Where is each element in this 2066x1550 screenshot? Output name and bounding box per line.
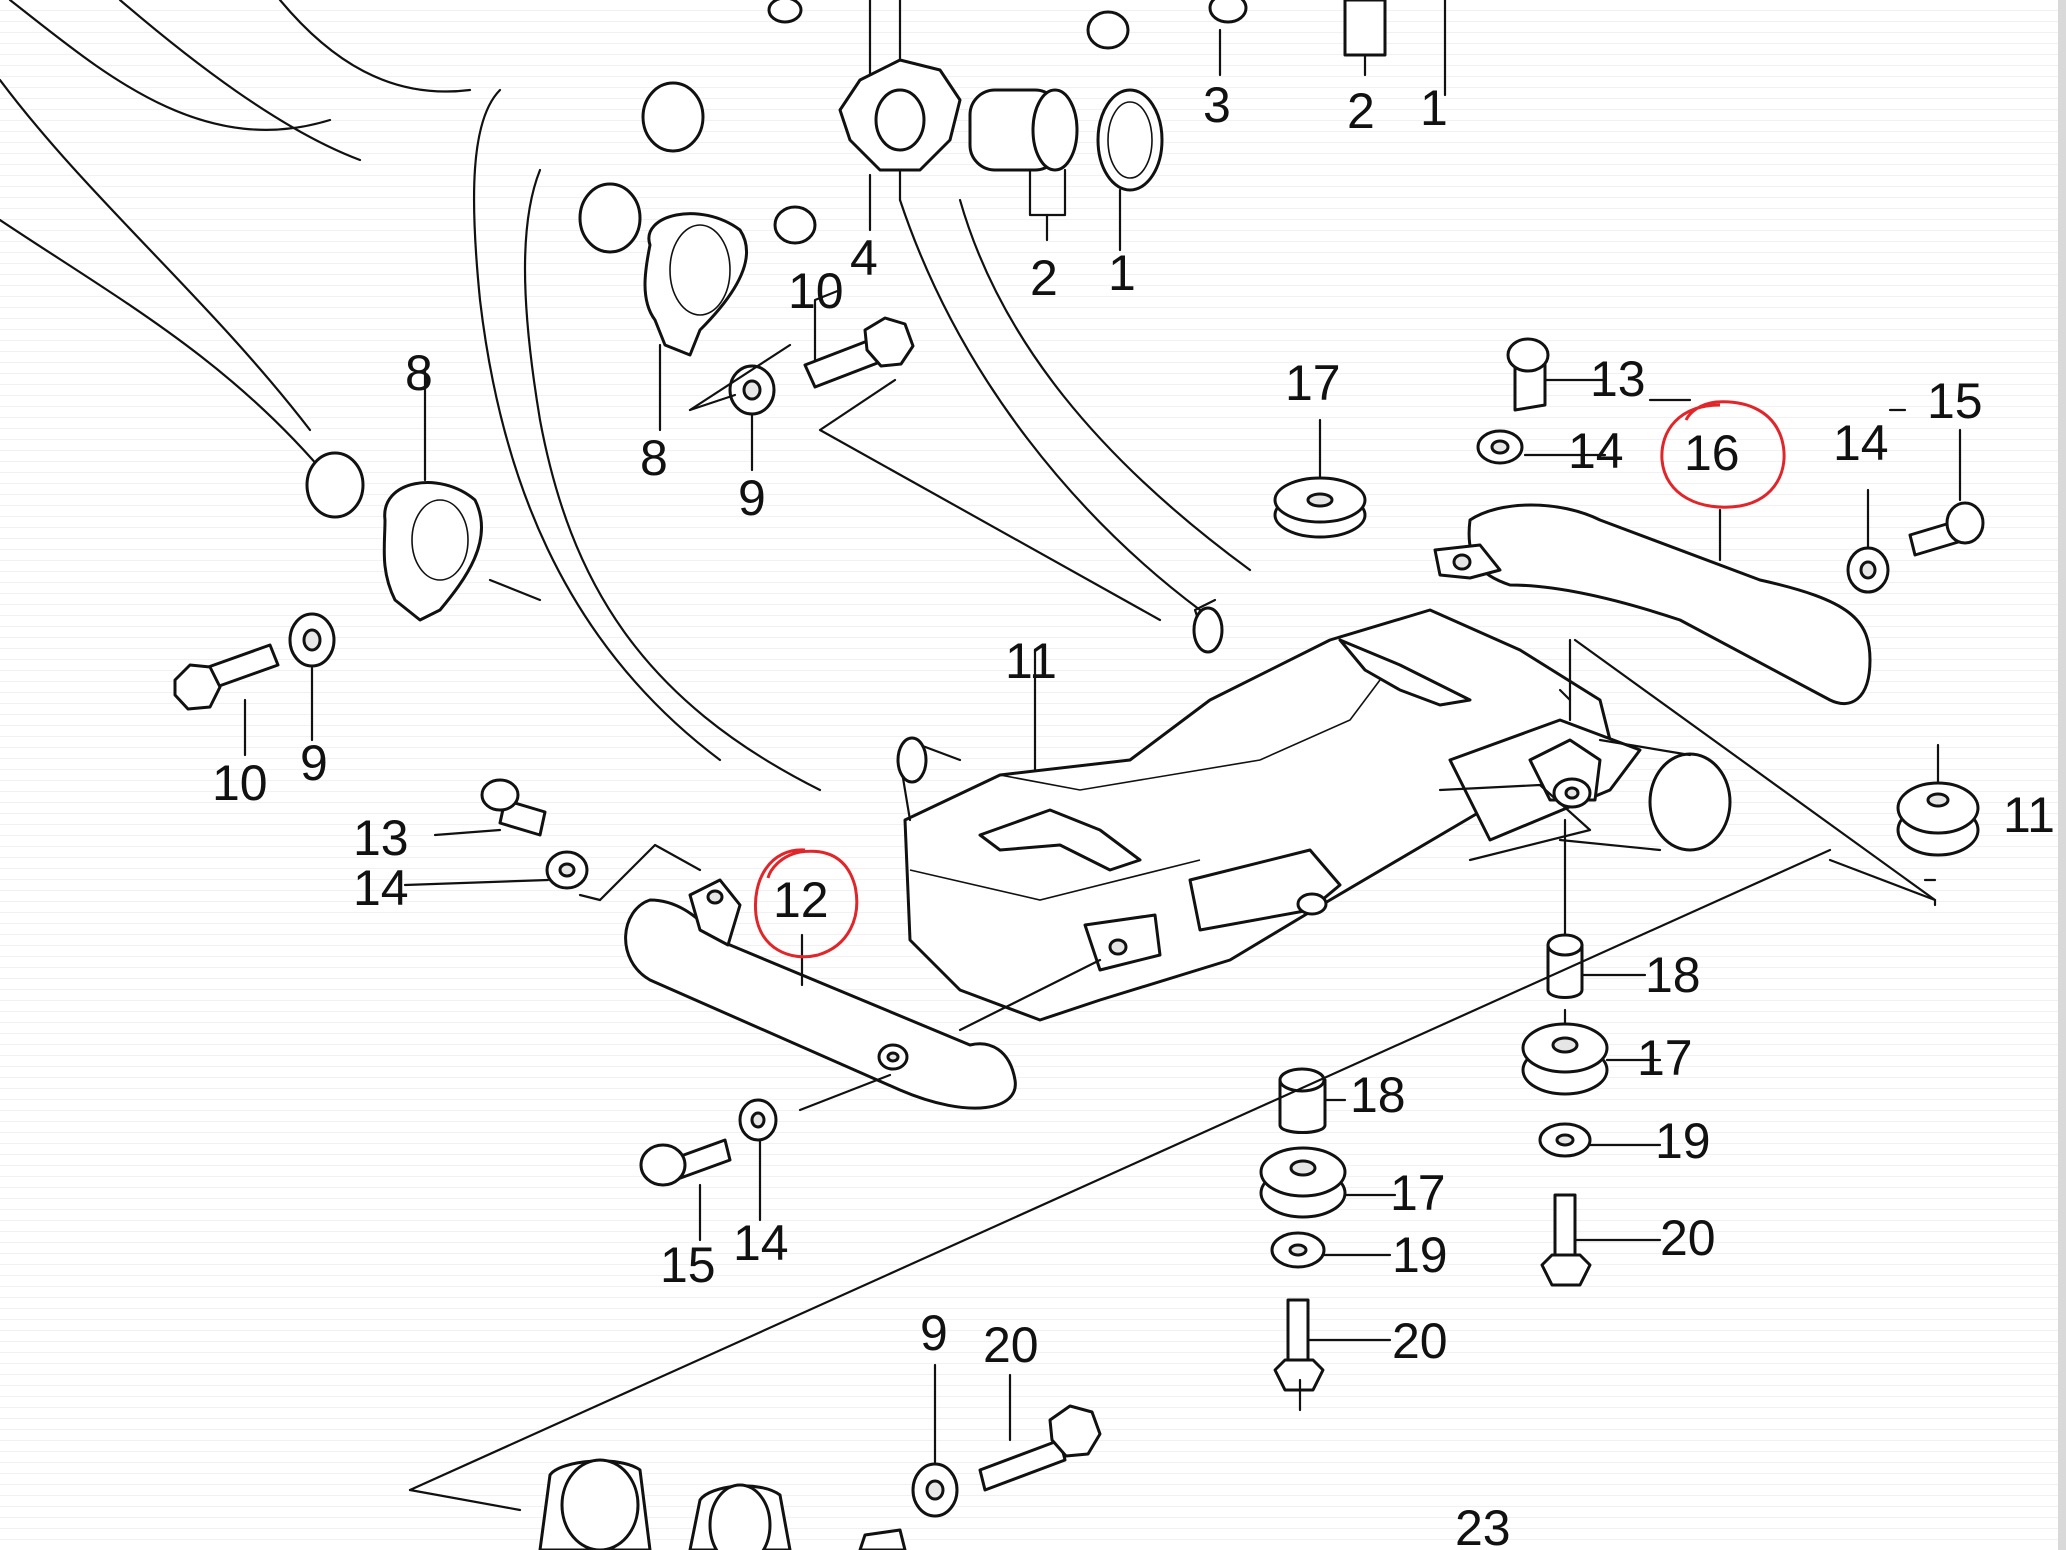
heat-shield-12-part [578,843,1102,1112]
label-20: 20 [1660,1210,1716,1266]
label-9: 9 [738,470,766,526]
window-edge [2058,0,2066,1550]
label-23: 23 [1455,1500,1511,1550]
top-parts [767,0,1447,252]
leader-lines [1648,398,1937,882]
label-13: 13 [353,810,409,866]
muffler-assembly [896,598,1732,1022]
label-2: 2 [1347,83,1375,139]
label-17: 17 [1390,1165,1446,1221]
bolt-washer-parts [173,288,1162,757]
label-9: 9 [920,1305,948,1361]
highlight-circle-12 [753,848,859,959]
label-10: 10 [212,755,268,811]
screw-parts [403,337,1985,1242]
label-19: 19 [1392,1227,1448,1283]
bottom-parts [538,1363,1102,1550]
label-18: 18 [1645,947,1701,1003]
label-10: 10 [788,263,844,319]
label-4: 4 [850,230,878,286]
exhaust-pipes [0,0,1252,792]
label-13: 13 [1590,351,1646,407]
label-20: 20 [983,1317,1039,1373]
label-17: 17 [1637,1030,1693,1086]
label-11-partial: 11 [2003,787,2055,843]
label-14: 14 [353,860,409,916]
clamp-8-parts [382,212,748,622]
heat-shield-16-part [1433,503,1872,706]
label-14: 14 [1568,423,1624,479]
label-3: 3 [1203,77,1231,133]
label-1: 1 [1108,245,1136,301]
label-1: 1 [1420,80,1448,136]
label-15: 15 [1927,373,1983,429]
label-19: 19 [1655,1113,1711,1169]
label-12: 12 [773,872,829,928]
label-16: 16 [1684,425,1740,481]
highlight-marks [753,400,1786,959]
label-2: 2 [1030,250,1058,306]
label-8: 8 [405,345,433,401]
label-20: 20 [1392,1313,1448,1369]
label-9: 9 [300,735,328,791]
label-17: 17 [1285,355,1341,411]
label-14: 14 [733,1215,789,1271]
label-11: 11 [1005,633,1057,689]
mount-parts [408,418,1980,1512]
label-8: 8 [640,430,668,486]
label-18: 18 [1350,1067,1406,1123]
highlight-circle-16 [1660,400,1786,509]
label-15: 15 [660,1237,716,1293]
label-14: 14 [1833,415,1889,471]
part-number-labels: 1 1 2 2 3 4 8 8 9 9 9 10 10 11 11 12 13 … [212,77,2055,1550]
